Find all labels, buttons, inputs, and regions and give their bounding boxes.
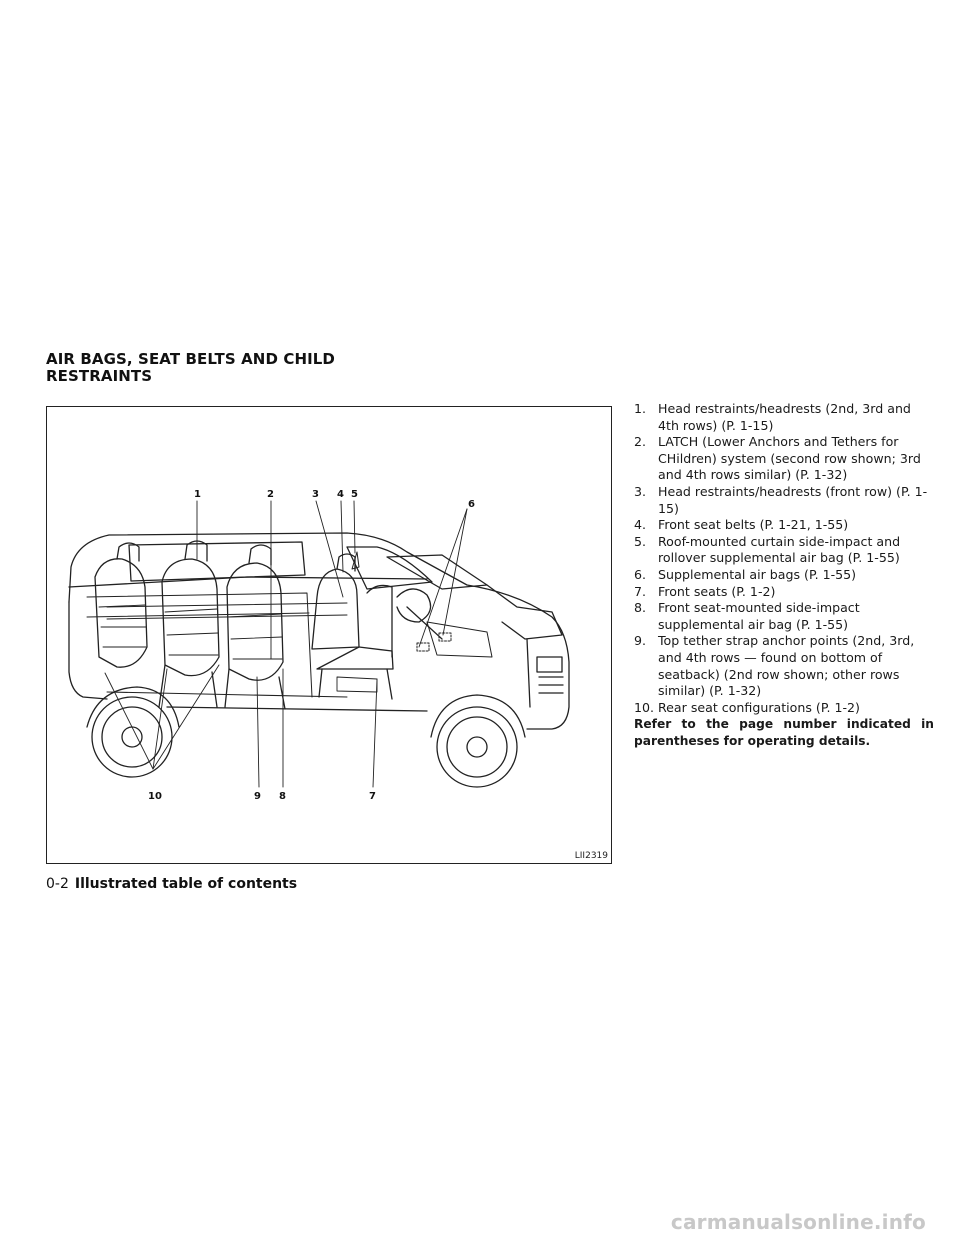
operating-details-note: Refer to the page number indicated in pa… [634,717,934,748]
item-text: Head restraints/headrests (front row) (P… [658,483,928,516]
item-number: 1. [634,401,647,416]
item-text: LATCH (Lower Anchors and Tethers for CHi… [658,434,921,483]
item-number: 3. [634,483,647,499]
list-item: 7. Front seats (P. 1-2) [634,584,934,601]
item-text: Head restraints/headrests (2nd, 3rd and … [658,401,911,433]
watermark-text[interactable]: carmanualsonline.info [670,1210,926,1234]
van-cutaway-drawing [68,500,570,788]
list-item: 8. Front seat-mounted side-impact supple… [634,600,934,633]
list-item: 5. Roof-mounted curtain side-impact and … [634,534,934,567]
figure-code: LII2319 [574,851,608,861]
list-item: 6. Supplemental air bags (P. 1-55) [634,567,934,584]
list-item: 2. LATCH (Lower Anchors and Tethers for … [634,434,934,484]
item-text: Front seat-mounted side-impact supplemen… [658,600,860,632]
item-text: Top tether strap anchor points (2nd, 3rd… [658,633,915,699]
section-title-line-2: RESTRAINTS [46,367,153,385]
item-text: Roof-mounted curtain side-impact and rol… [658,533,901,566]
vehicle-illustration: 1 2 3 4 5 6 7 8 9 10 LII2319 [46,406,612,864]
footer-title: Illustrated table of contents [74,876,298,892]
item-number: 2. [634,434,647,450]
item-number: 4. [634,517,647,533]
list-item: 3. Head restraints/headrests (front row)… [634,484,934,517]
section-title: AIR BAGS, SEAT BELTS AND CHILD RESTRAINT… [46,351,466,385]
page-number: 0-2 [46,876,69,892]
item-number: 8. [634,600,647,616]
list-item: 4. Front seat belts (P. 1-21, 1-55) [634,517,934,534]
item-number: 10. [634,699,655,715]
item-text: Supplemental air bags (P. 1-55) [658,566,857,582]
item-number: 5. [634,533,647,549]
list-item: 9. Top tether strap anchor points (2nd, … [634,633,934,699]
item-text: Front seat belts (P. 1-21, 1-55) [658,517,849,533]
item-text: Front seats (P. 1-2) [658,583,776,599]
page-footer: 0-2 Illustrated table of contents [46,876,297,892]
item-number: 6. [634,566,647,582]
contents-list: 1. Head restraints/headrests (2nd, 3rd a… [634,401,934,749]
list-item: 10. Rear seat configurations (P. 1-2) [634,700,934,717]
list-item: 1. Head restraints/headrests (2nd, 3rd a… [634,401,934,434]
item-number: 9. [634,633,647,649]
section-title-line-1: AIR BAGS, SEAT BELTS AND CHILD [46,350,335,368]
item-number: 7. [634,583,647,599]
item-text: Rear seat configurations (P. 1-2) [658,699,860,715]
